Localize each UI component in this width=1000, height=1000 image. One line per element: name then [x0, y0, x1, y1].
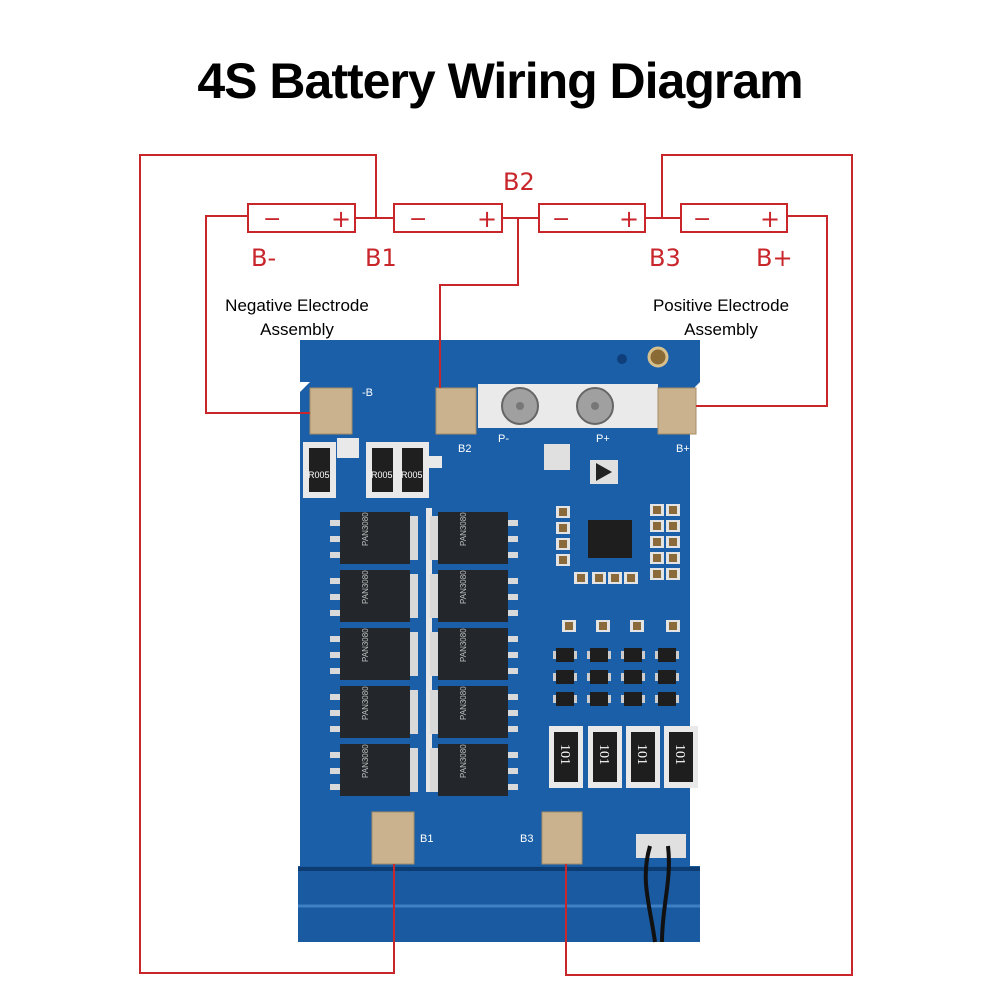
mosfet-left-3: PAN3080 [330, 628, 418, 680]
battery-cell-2: − + [393, 203, 503, 233]
silk-b-plus: B+ [676, 443, 690, 455]
sense-wire-1 [643, 845, 657, 943]
battery-cell-3: − + [538, 203, 646, 233]
label-b3: B3 [649, 244, 681, 272]
label-b-minus: B- [251, 244, 276, 272]
wire-b3-feed [565, 154, 853, 976]
mosfet-marking: PAN3080 [459, 570, 468, 604]
resistor-code: 101 [557, 744, 572, 765]
silk-b1: B1 [420, 833, 433, 845]
mosfet-right-1: PAN3080 [430, 512, 518, 564]
label-b1: B1 [365, 244, 397, 272]
mosfet-marking: PAN3080 [361, 512, 370, 546]
shunt-code-2: R005 [371, 470, 393, 480]
resistor-101-2: 101 [588, 726, 622, 788]
silk-p-minus: P- [498, 433, 509, 445]
mosfet-right-3: PAN3080 [430, 628, 518, 680]
resistor-code: 101 [596, 744, 611, 765]
cell-1-minus: − [263, 207, 281, 232]
mosfet-marking: PAN3080 [361, 570, 370, 604]
wiring [139, 154, 853, 976]
resistor-101-3: 101 [626, 726, 660, 788]
negative-note-line-1: Negative Electrode [225, 296, 369, 315]
shunt-code-1: R005 [308, 470, 330, 480]
cell-4-plus: + [760, 205, 780, 233]
pad-b-plus [657, 387, 697, 435]
mosfet-marking: PAN3080 [361, 686, 370, 720]
label-b-plus: B+ [756, 244, 793, 272]
wire-b-minus [205, 215, 310, 414]
silk-p-plus: P+ [596, 433, 610, 445]
mosfet-marking: PAN3080 [361, 744, 370, 778]
resistor-101-1: 101 [549, 726, 583, 788]
wire-b1-feed [139, 154, 395, 974]
cell-2-plus: + [477, 205, 497, 233]
mosfet-right-5: PAN3080 [430, 744, 518, 796]
wire-b2-feed [439, 218, 519, 388]
mosfet-marking: PAN3080 [459, 744, 468, 778]
pad-b3 [541, 811, 583, 865]
wire-b-plus [696, 215, 828, 407]
pcb-lower-strip [298, 866, 700, 942]
negative-note-line-2: Assembly [260, 320, 334, 339]
bms-board: PAN3080PAN3080PAN3080PAN3080PAN3080PAN30… [298, 340, 700, 943]
label-b2: B2 [503, 168, 535, 196]
silk-b3: B3 [520, 833, 533, 845]
battery-cell-4: − + [680, 203, 788, 233]
wire-connector [636, 834, 686, 858]
cell-2-minus: − [409, 207, 427, 232]
pad-b1 [371, 811, 415, 865]
shunt-code-3: R005 [401, 470, 423, 480]
positive-note-line-1: Positive Electrode [652, 296, 790, 315]
smd-components [553, 504, 680, 706]
resistor-code: 101 [672, 744, 687, 765]
mosfet-array: PAN3080PAN3080PAN3080PAN3080PAN3080PAN30… [330, 508, 518, 796]
mosfet-marking: PAN3080 [361, 628, 370, 662]
mosfet-left-5: PAN3080 [330, 744, 418, 796]
shunt-resistors [303, 442, 429, 498]
resistor-101-4: 101 [664, 726, 698, 788]
sense-wire-2 [660, 845, 671, 943]
mosfet-marking: PAN3080 [459, 686, 468, 720]
cell-4-minus: − [693, 207, 711, 232]
mosfet-right-4: PAN3080 [430, 686, 518, 738]
mosfet-left-2: PAN3080 [330, 570, 418, 622]
cell-3-plus: + [619, 205, 639, 233]
pad-b-minus [309, 387, 353, 435]
mount-hole [647, 346, 669, 368]
mosfet-left-4: PAN3080 [330, 686, 418, 738]
resistor-code: 101 [634, 744, 649, 765]
control-ic [588, 520, 632, 558]
mosfet-marking: PAN3080 [459, 512, 468, 546]
mosfet-marking: PAN3080 [459, 628, 468, 662]
diagram-title: 4S Battery Wiring Diagram [197, 53, 803, 109]
pad-b2 [435, 387, 477, 435]
positive-note-line-2: Assembly [684, 320, 758, 339]
positive-electrode-note: Positive Electrode Assembly [628, 294, 814, 342]
silk-b-minus: -B [362, 387, 373, 399]
silk-b2: B2 [458, 443, 471, 455]
resistor-array: 101 101 101 101 [549, 726, 698, 788]
mosfet-right-2: PAN3080 [430, 570, 518, 622]
negative-electrode-note: Negative Electrode Assembly [204, 294, 390, 342]
cell-3-minus: − [552, 207, 570, 232]
battery-cell-1: − + [247, 203, 356, 233]
mosfet-left-1: PAN3080 [330, 512, 418, 564]
cell-1-plus: + [331, 205, 351, 233]
